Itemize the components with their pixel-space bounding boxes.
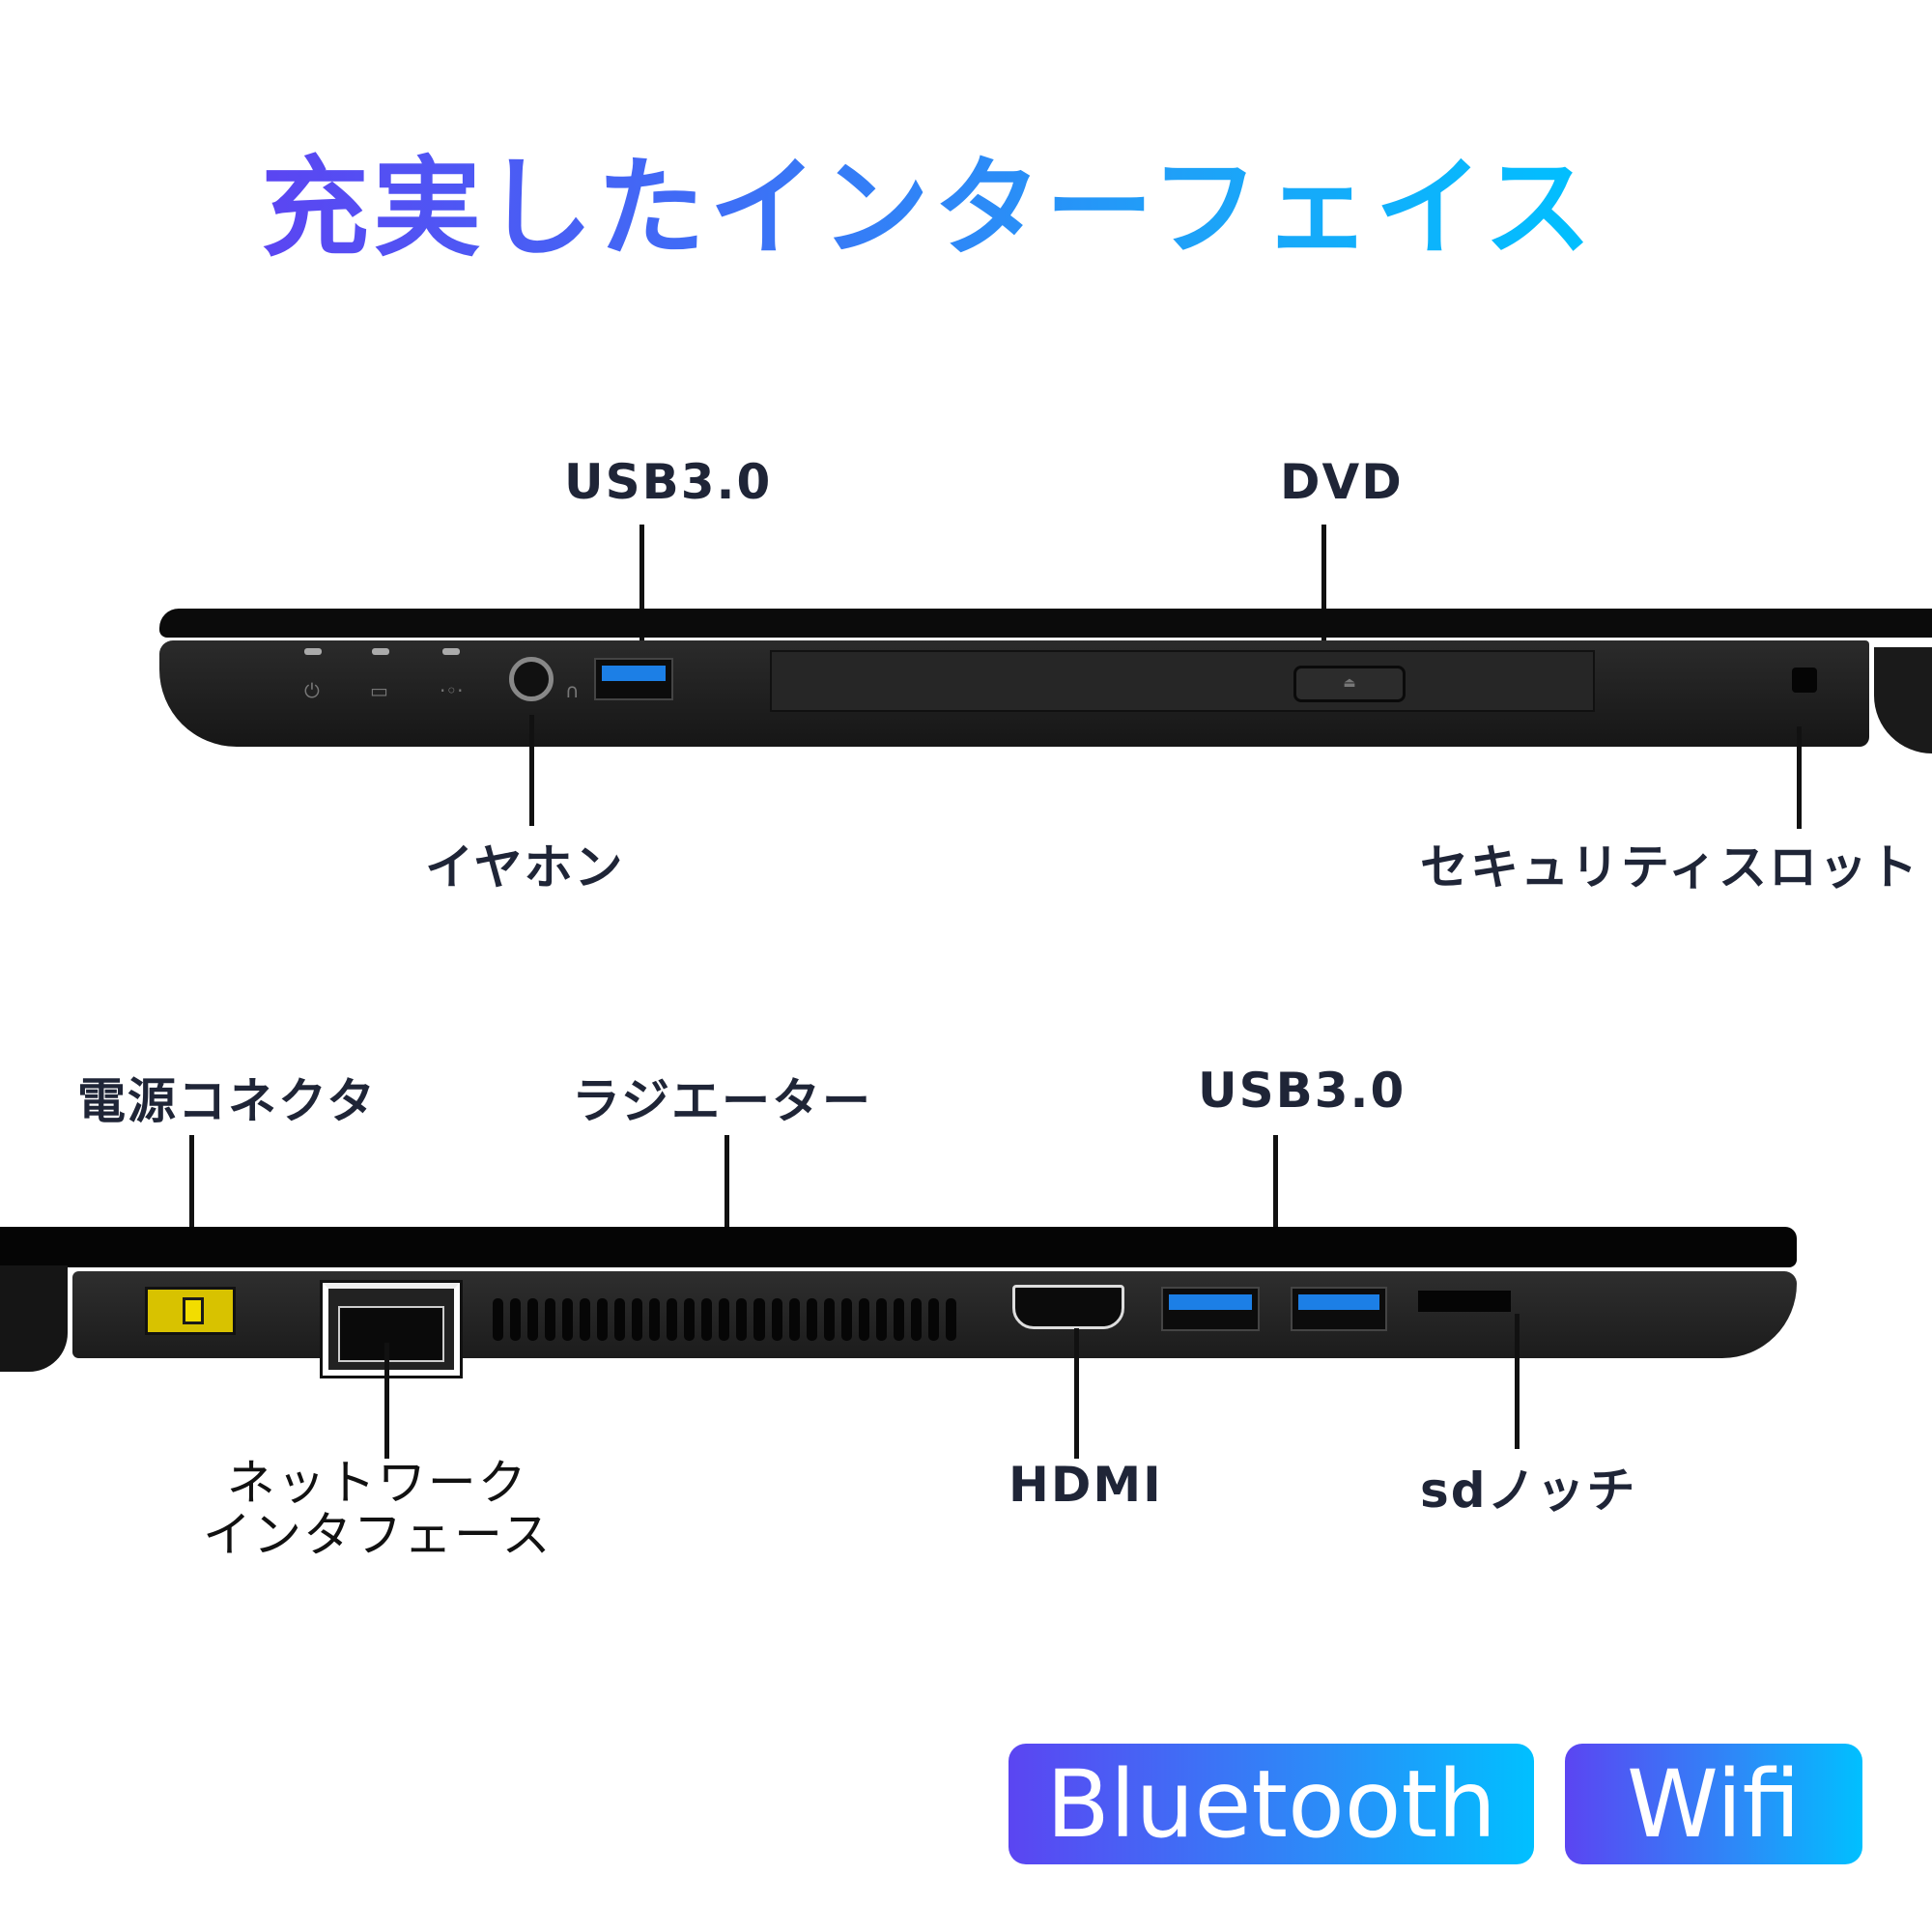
sd-card-slot (1418, 1291, 1511, 1312)
leader-sd-notch (1515, 1314, 1520, 1449)
label-network-line1: ネットワーク (226, 1455, 528, 1511)
label-sd-notch: sdノッチ (1420, 1463, 1637, 1519)
leader-earphone (529, 715, 534, 826)
ethernet-port (320, 1280, 463, 1378)
bluetooth-badge: Bluetooth (1009, 1744, 1534, 1864)
laptop-base: ⏻ ▭ ·◦· ∩ ⏏ (159, 640, 1869, 747)
leader-radiator (724, 1135, 729, 1234)
usb-port (1161, 1287, 1260, 1331)
hdmi-port (1012, 1285, 1124, 1329)
label-dvd: DVD (1280, 454, 1404, 510)
wifi-badge: Wifi (1565, 1744, 1862, 1864)
laptop-hinge (1874, 647, 1932, 753)
earphone-jack (509, 657, 554, 701)
laptop-hinge (0, 1265, 68, 1372)
leader-hdmi (1074, 1328, 1079, 1459)
power-icon: ⏻ (304, 679, 320, 702)
headphone-icon: ∩ (565, 679, 580, 702)
radiator-vent (493, 1298, 956, 1341)
label-earphone: イヤホン (425, 839, 625, 895)
label-network-line2: インタフェース (203, 1507, 553, 1563)
led-indicator (442, 648, 460, 655)
label-security-slot: セキュリティスロット (1420, 839, 1919, 895)
usb-port (1291, 1287, 1387, 1331)
page-title: 充実したインターフェイス (261, 121, 1596, 277)
leader-usb-bottom (1273, 1135, 1278, 1234)
led-indicator (304, 648, 322, 655)
label-network: ネットワーク インタフェース (203, 1457, 553, 1561)
laptop-lid (0, 1227, 1797, 1267)
laptop-side-left: ⏻ ▭ ·◦· ∩ ⏏ (155, 609, 1932, 753)
leader-security-slot (1797, 726, 1802, 829)
label-hdmi: HDMI (1009, 1457, 1163, 1513)
wifi-icon: ·◦· (440, 679, 464, 702)
leader-usb-top (639, 525, 644, 655)
power-connector-port (145, 1287, 236, 1335)
label-power-connector: 電源コネクタ (77, 1073, 377, 1129)
laptop-lid (159, 609, 1932, 638)
leader-power-connector (189, 1135, 194, 1263)
kensington-lock-icon (1792, 668, 1817, 693)
leader-network (384, 1343, 389, 1459)
label-radiator: ラジエーター (572, 1073, 872, 1129)
leader-dvd (1321, 525, 1326, 650)
eject-icon: ⏏ (1293, 666, 1406, 702)
led-indicator (372, 648, 389, 655)
dvd-drive: ⏏ (770, 650, 1595, 712)
label-usb-bottom: USB3.0 (1198, 1063, 1406, 1119)
label-usb-top: USB3.0 (564, 454, 773, 510)
battery-icon: ▭ (370, 679, 388, 702)
laptop-side-right (0, 1227, 1797, 1381)
usb-port (594, 658, 673, 700)
